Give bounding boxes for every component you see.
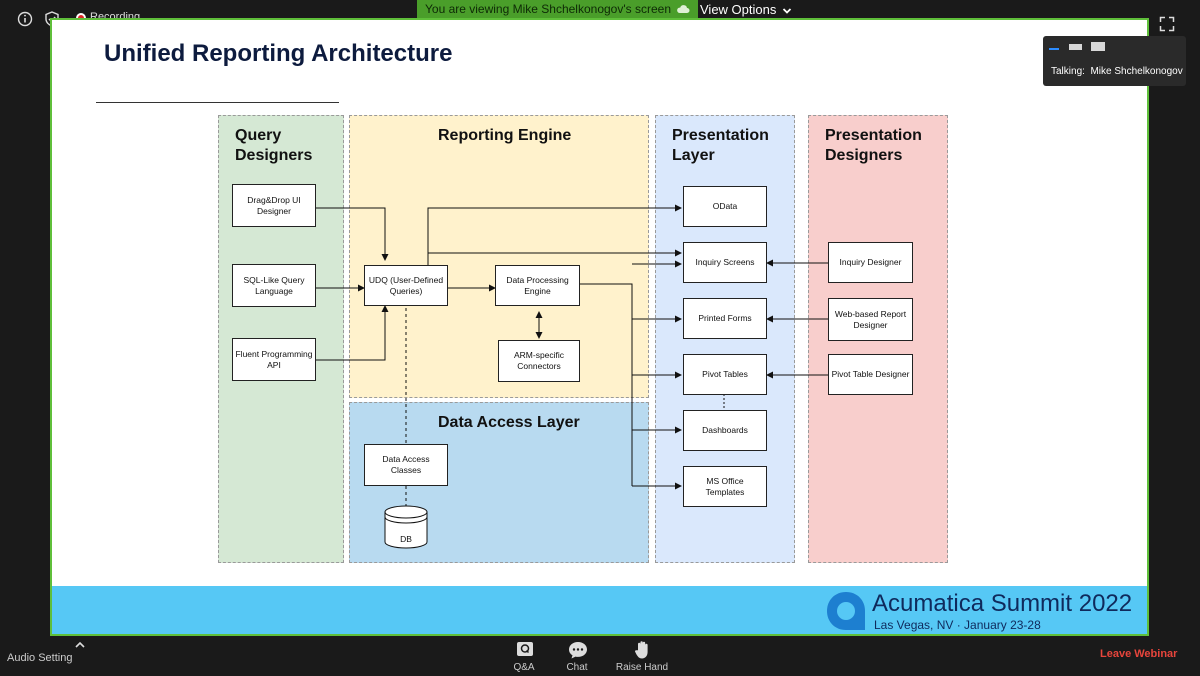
- node-label: Connectors: [517, 361, 561, 371]
- raise-hand-icon: [634, 641, 648, 659]
- node-label: Data Processing: [506, 274, 569, 285]
- bottom-toolbar: Audio Setting Q&A Chat Raise Hand Leave …: [0, 636, 1200, 676]
- talking-name: Mike Shchelkonogov: [1090, 66, 1183, 77]
- region-title-line: Designers: [235, 147, 313, 164]
- share-banner-text: You are viewing Mike Shchelkonogov's scr…: [425, 2, 671, 16]
- node-label: Designer: [853, 319, 888, 330]
- region-title-data-access-layer: Data Access Layer: [438, 414, 580, 431]
- talking-label: Talking:: [1051, 66, 1085, 77]
- fullscreen-video-icon[interactable]: [1091, 42, 1105, 51]
- node-label: API: [267, 359, 281, 370]
- region-title-presentation-layer: Presentation Layer: [672, 126, 769, 166]
- raise-hand-button[interactable]: Raise Hand: [610, 638, 674, 674]
- node-printed-forms: Printed Forms: [683, 298, 767, 339]
- summit-subtitle: Las Vegas, NV · January 23-28: [874, 618, 1041, 632]
- expand-icon[interactable]: [1159, 16, 1175, 32]
- screen-share-banner: You are viewing Mike Shchelkonogov's scr…: [417, 0, 698, 19]
- node-pivot-tables: Pivot Tables: [683, 354, 767, 395]
- talking-indicator: Talking: Mike Shchelkonogov: [1051, 66, 1183, 77]
- region-title-presentation-designers: Presentation Designers: [825, 126, 922, 166]
- node-inquiry-screens: Inquiry Screens: [683, 242, 767, 283]
- talking-panel: Talking: Mike Shchelkonogov: [1043, 36, 1186, 86]
- node-label: Drag&Drop UI: [247, 194, 301, 205]
- qa-icon: [517, 642, 533, 656]
- qa-label: Q&A: [513, 662, 535, 673]
- slide-footer-band: [52, 586, 1147, 634]
- minimize-icon[interactable]: [1049, 48, 1059, 50]
- caret-up-icon[interactable]: [74, 640, 86, 650]
- chat-button[interactable]: Chat: [545, 638, 609, 674]
- node-data-access-classes: Data Access Classes: [364, 444, 448, 486]
- node-label: Web-based Report: [834, 308, 907, 319]
- view-options-button[interactable]: View Options: [698, 0, 798, 19]
- node-dashboards: Dashboards: [683, 410, 767, 451]
- shared-screen: Unified Reporting Architecture Query Des…: [50, 18, 1149, 636]
- region-title-reporting-engine: Reporting Engine: [438, 127, 572, 144]
- region-title-line: Designers: [825, 147, 903, 164]
- audio-setting-button[interactable]: Audio Setting: [7, 652, 73, 664]
- summit-title: Acumatica Summit 2022: [872, 590, 1133, 617]
- leave-webinar-button[interactable]: Leave Webinar: [1100, 648, 1178, 660]
- node-label: Fluent Programming: [235, 348, 313, 359]
- cloud-icon: [677, 5, 690, 13]
- node-label: Queries): [389, 285, 423, 296]
- node-label: ARM-specific: [513, 350, 565, 360]
- region-title-line: Query: [235, 127, 282, 144]
- node-odata: OData: [683, 186, 767, 227]
- node-label: Engine: [524, 285, 551, 296]
- raise-hand-label: Raise Hand: [615, 662, 669, 673]
- qa-button[interactable]: Q&A: [492, 638, 556, 674]
- node-label: Designer: [256, 205, 291, 216]
- node-ms-office-templates: MS Office Templates: [683, 466, 767, 507]
- node-label: SQL-Like Query: [243, 274, 305, 285]
- chevron-down-icon: [782, 7, 792, 14]
- chat-icon: [569, 642, 587, 659]
- side-by-side-icon[interactable]: [1069, 44, 1082, 50]
- region-title-query-designers: Query Designers: [235, 126, 312, 166]
- node-inquiry-designer: Inquiry Designer: [828, 242, 913, 283]
- node-label: UDQ (User-Defined: [368, 274, 444, 285]
- node-label: Language: [255, 285, 293, 296]
- info-icon[interactable]: [16, 10, 34, 28]
- view-options-label: View Options: [700, 2, 777, 17]
- acumatica-logo-icon: [827, 592, 865, 630]
- region-title-line: Presentation: [672, 127, 769, 144]
- slide-title: Unified Reporting Architecture: [104, 40, 453, 67]
- title-underline: [96, 102, 339, 103]
- chat-label: Chat: [566, 662, 588, 673]
- region-title-line: Presentation: [825, 127, 922, 144]
- region-title-line: Layer: [672, 147, 715, 164]
- node-pivot-table-designer: Pivot Table Designer: [828, 354, 913, 395]
- node-db-label: DB: [400, 533, 412, 544]
